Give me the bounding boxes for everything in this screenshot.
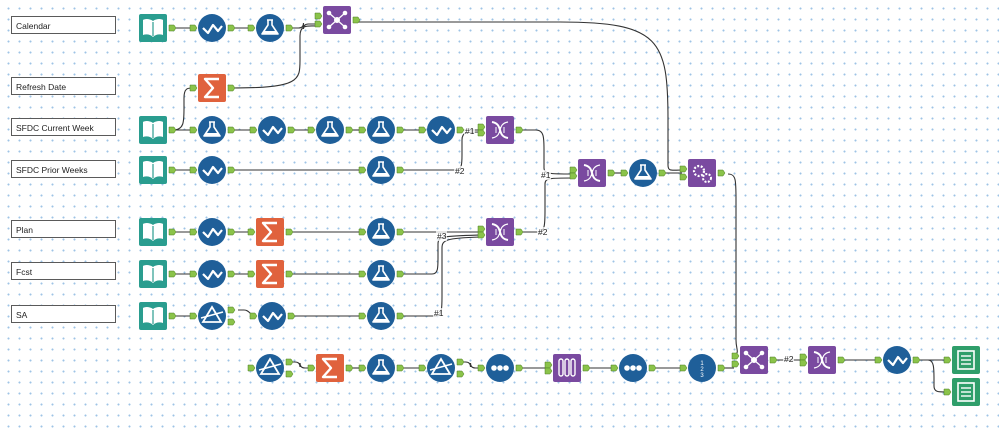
summarize-sigma-icon[interactable] — [247, 260, 294, 288]
connection-wire[interactable] — [290, 361, 310, 369]
crosstab-dots-icon[interactable] — [610, 354, 657, 382]
svg-text:1: 1 — [700, 361, 704, 367]
filter-triangle-icon[interactable] — [189, 302, 236, 330]
batch-macro-gears-icon[interactable] — [679, 159, 726, 187]
select-check-icon[interactable] — [249, 116, 296, 144]
svg-text:2: 2 — [700, 367, 704, 373]
connection-label: #1 — [540, 170, 552, 180]
formula-flask-icon[interactable] — [620, 159, 667, 187]
formula-flask-icon[interactable] — [358, 354, 405, 382]
annotation-plan[interactable]: Plan — [11, 220, 116, 238]
connection-wire[interactable] — [520, 129, 573, 175]
connection-wire[interactable] — [172, 87, 193, 131]
select-check-icon[interactable] — [189, 14, 236, 42]
connection-wire[interactable] — [401, 234, 481, 275]
connection-wire[interactable] — [917, 359, 947, 393]
filter-triangle-icon[interactable] — [418, 354, 465, 382]
workflow-tools: 123 — [139, 6, 980, 406]
union-icon[interactable] — [569, 159, 616, 187]
connection-wire[interactable] — [290, 22, 317, 30]
crosstab-dots-icon[interactable] — [477, 354, 524, 382]
select-check-icon[interactable] — [189, 218, 236, 246]
output-browse-icon[interactable] — [943, 378, 980, 406]
union-icon[interactable] — [477, 116, 524, 144]
filter-triangle-icon[interactable] — [247, 354, 294, 382]
test-tubes-icon[interactable] — [544, 354, 591, 382]
formula-flask-icon[interactable] — [358, 302, 405, 330]
connection-wire[interactable] — [231, 25, 318, 89]
record-id-icon[interactable]: 123 — [679, 354, 726, 382]
annotation-fcst[interactable]: Fcst — [11, 262, 116, 280]
book-input-icon[interactable] — [139, 156, 177, 184]
formula-flask-icon[interactable] — [358, 218, 405, 246]
formula-flask-icon[interactable] — [189, 116, 236, 144]
annotation-calendar[interactable]: Calendar — [11, 16, 116, 34]
connection-wire[interactable] — [357, 21, 683, 171]
union-icon[interactable] — [477, 218, 524, 246]
annotation-sfdc-current-week[interactable]: SFDC Current Week — [11, 118, 116, 136]
book-input-icon[interactable] — [139, 302, 177, 330]
output-browse-icon[interactable] — [943, 346, 980, 374]
formula-flask-icon[interactable] — [307, 116, 354, 144]
summarize-sigma-icon[interactable] — [307, 354, 354, 382]
book-input-icon[interactable] — [139, 14, 177, 42]
select-check-icon[interactable] — [249, 302, 296, 330]
connection-wires — [172, 21, 947, 393]
connection-label: #2 — [783, 354, 795, 364]
summarize-sigma-icon[interactable] — [189, 74, 236, 102]
append-fields-icon[interactable] — [314, 6, 361, 34]
summarize-sigma-icon[interactable] — [247, 218, 294, 246]
annotation-sfdc-prior-weeks[interactable]: SFDC Prior Weeks — [11, 160, 116, 178]
append-fields-icon[interactable] — [731, 346, 778, 374]
connection-label: #2 — [454, 166, 466, 176]
connection-label: #1 — [464, 126, 476, 136]
select-check-icon[interactable] — [874, 346, 921, 374]
svg-text:3: 3 — [700, 373, 704, 379]
book-input-icon[interactable] — [139, 260, 177, 288]
connection-label: #1 — [433, 308, 445, 318]
formula-flask-icon[interactable] — [358, 156, 405, 184]
book-input-icon[interactable] — [139, 116, 177, 144]
annotation-sa[interactable]: SA — [11, 305, 116, 323]
book-input-icon[interactable] — [139, 218, 177, 246]
connection-label: #3 — [436, 231, 448, 241]
select-check-icon[interactable] — [189, 156, 236, 184]
connection-wire[interactable] — [461, 361, 480, 369]
select-check-icon[interactable] — [418, 116, 465, 144]
annotation-refresh-date[interactable]: Refresh Date — [11, 77, 116, 95]
formula-flask-icon[interactable] — [247, 14, 294, 42]
connection-label: #2 — [537, 227, 549, 237]
formula-flask-icon[interactable] — [358, 116, 405, 144]
connection-wire[interactable] — [520, 177, 573, 233]
select-check-icon[interactable] — [189, 260, 236, 288]
formula-flask-icon[interactable] — [358, 260, 405, 288]
connection-wire[interactable] — [401, 236, 481, 317]
connection-wire[interactable] — [727, 173, 738, 357]
union-icon[interactable] — [799, 346, 846, 374]
